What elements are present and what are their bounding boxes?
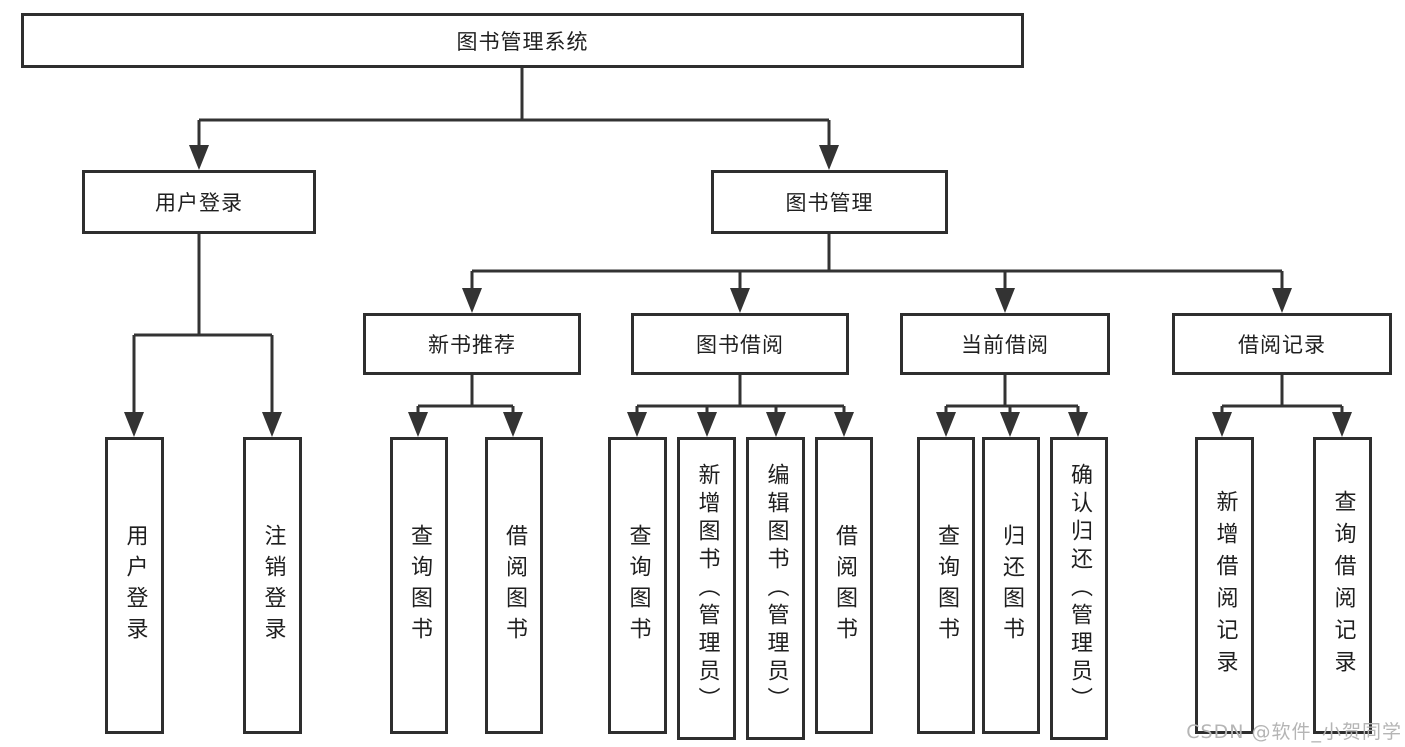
- leaf-recommend-query-book: 查询图书: [390, 437, 448, 734]
- leaf-borrow-borrow-book: 借阅图书: [815, 437, 873, 734]
- leaf-borrow-add-book-admin-label: 新增图书（管理员）: [694, 462, 720, 715]
- node-book-management: 图书管理: [711, 170, 948, 234]
- node-new-book-recommend-label: 新书推荐: [428, 333, 516, 357]
- node-root: 图书管理系统: [21, 13, 1024, 68]
- node-book-management-label: 图书管理: [785, 191, 874, 215]
- leaf-logout-label: 注销登录: [260, 523, 286, 648]
- node-current-borrow: 当前借阅: [900, 313, 1110, 375]
- leaf-current-query-book-label: 查询图书: [934, 523, 959, 648]
- leaf-recommend-borrow-book: 借阅图书: [485, 437, 543, 734]
- leaf-borrow-edit-book-admin-label: 编辑图书（管理员）: [763, 462, 789, 715]
- node-new-book-recommend: 新书推荐: [363, 313, 581, 375]
- leaf-records-query-record: 查询借阅记录: [1313, 437, 1372, 734]
- leaf-current-return-book-label: 归还图书: [999, 523, 1024, 648]
- leaf-borrow-query-book: 查询图书: [608, 437, 667, 734]
- node-user-login-label: 用户登录: [155, 191, 243, 215]
- leaf-recommend-query-book-label: 查询图书: [407, 523, 432, 648]
- leaf-borrow-add-book-admin: 新增图书（管理员）: [677, 437, 736, 740]
- arrowhead-icons: [124, 145, 1352, 437]
- node-root-label: 图书管理系统: [456, 29, 589, 54]
- leaf-current-return-book: 归还图书: [982, 437, 1040, 734]
- leaf-logout: 注销登录: [243, 437, 302, 734]
- leaf-current-confirm-return-admin-label: 确认归还（管理员）: [1067, 462, 1092, 715]
- leaf-user-login: 用户登录: [105, 437, 164, 734]
- node-user-login: 用户登录: [82, 170, 316, 234]
- node-borrow-records-label: 借阅记录: [1238, 333, 1326, 357]
- csdn-watermark: CSDN @软件_小贺同学: [1186, 721, 1402, 743]
- node-borrow-records: 借阅记录: [1172, 313, 1392, 375]
- leaf-borrow-edit-book-admin: 编辑图书（管理员）: [746, 437, 805, 740]
- leaf-records-add-record: 新增借阅记录: [1195, 437, 1254, 734]
- leaf-current-confirm-return-admin: 确认归还（管理员）: [1050, 437, 1108, 740]
- leaf-user-login-label: 用户登录: [122, 523, 148, 648]
- leaf-current-query-book: 查询图书: [917, 437, 975, 734]
- node-book-borrow: 图书借阅: [631, 313, 849, 375]
- leaf-records-add-record-label: 新增借阅记录: [1212, 489, 1238, 682]
- node-book-borrow-label: 图书借阅: [696, 333, 784, 357]
- leaf-borrow-query-book-label: 查询图书: [625, 523, 651, 648]
- leaf-records-query-record-label: 查询借阅记录: [1330, 489, 1356, 682]
- leaf-recommend-borrow-book-label: 借阅图书: [502, 523, 527, 648]
- leaf-borrow-borrow-book-label: 借阅图书: [832, 523, 857, 648]
- node-current-borrow-label: 当前借阅: [961, 333, 1049, 357]
